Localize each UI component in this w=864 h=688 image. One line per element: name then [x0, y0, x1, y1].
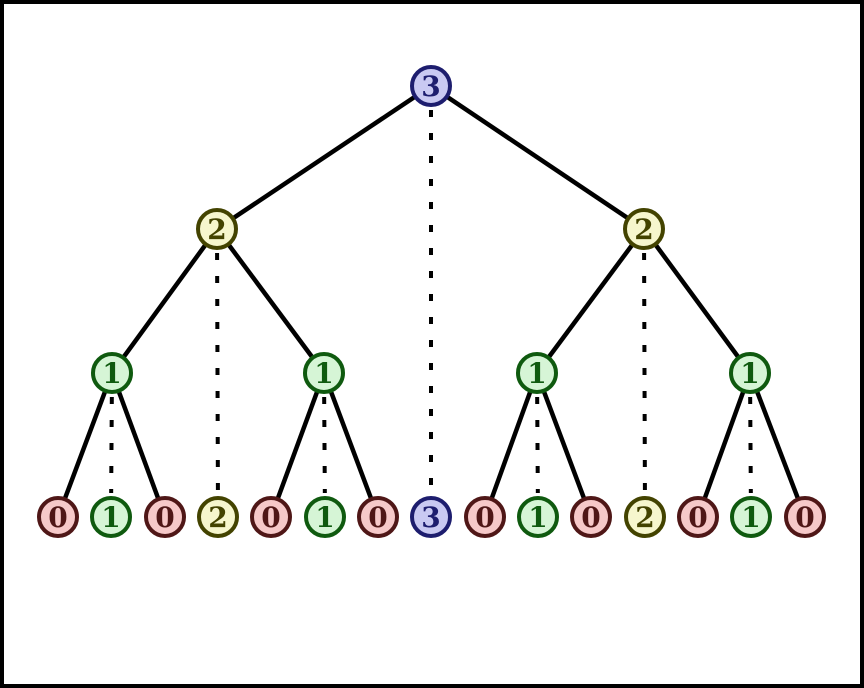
- tree-edge-solid: [642, 227, 752, 375]
- node-circle-yellow: [196, 208, 238, 250]
- node-label: 0: [261, 501, 280, 534]
- tree-edge-solid: [110, 227, 219, 375]
- node-label: 3: [421, 70, 440, 103]
- tree-edge-solid: [747, 372, 808, 518]
- node-circle-yellow: [197, 496, 239, 538]
- node-label: 3: [421, 501, 440, 534]
- node-circle-red: [570, 496, 612, 538]
- node-label: 1: [741, 501, 760, 534]
- node-label: 0: [368, 501, 387, 534]
- node-label: 2: [208, 501, 227, 534]
- node-label: 0: [581, 501, 600, 534]
- tree-node-b12: 0: [677, 496, 719, 538]
- tree-node-b0: 0: [37, 496, 79, 538]
- tree-edge-dotted: [535, 396, 540, 494]
- tree-edge-solid: [215, 227, 326, 375]
- tree-edge-dotted: [322, 396, 327, 494]
- tree-node-root: 3: [410, 65, 452, 107]
- tree-edge-solid: [534, 372, 594, 518]
- tree-node-RL: 1: [516, 352, 558, 394]
- tree-node-b11: 2: [624, 496, 666, 538]
- tree-edge-solid: [321, 372, 381, 518]
- node-circle-blue: [410, 65, 452, 107]
- tree-edge-solid: [109, 372, 168, 518]
- tree-node-b8: 0: [464, 496, 506, 538]
- node-circle-green: [90, 496, 132, 538]
- tree-edge-dotted: [109, 396, 114, 494]
- node-label: 1: [314, 357, 333, 390]
- node-label: 1: [527, 357, 546, 390]
- tree-node-LL: 1: [91, 352, 133, 394]
- node-circle-red: [144, 496, 186, 538]
- node-circle-red: [37, 496, 79, 538]
- tree-edges-layer: [55, 84, 808, 518]
- node-label: 1: [315, 501, 334, 534]
- tree-edge-solid: [268, 372, 327, 518]
- tree-edge-dotted: [748, 396, 753, 494]
- node-label: 0: [48, 501, 67, 534]
- tree-node-b6: 0: [357, 496, 399, 538]
- tree-node-b13: 1: [730, 496, 772, 538]
- node-label: 1: [101, 501, 120, 534]
- node-circle-red: [677, 496, 719, 538]
- tree-node-b2: 0: [144, 496, 186, 538]
- tree-edge-solid: [695, 372, 753, 518]
- tree-edge-solid: [215, 84, 433, 231]
- node-circle-yellow: [624, 496, 666, 538]
- node-circle-green: [303, 352, 345, 394]
- tree-edge-dotted: [215, 252, 220, 494]
- tree-node-b14: 0: [784, 496, 826, 538]
- node-circle-red: [784, 496, 826, 538]
- node-label: 1: [740, 357, 759, 390]
- node-circle-green: [91, 352, 133, 394]
- node-label: 0: [795, 501, 814, 534]
- node-label: 2: [635, 501, 654, 534]
- node-label: 2: [634, 213, 653, 246]
- node-circle-green: [304, 496, 346, 538]
- tree-node-b9: 1: [517, 496, 559, 538]
- tree-node-b1: 1: [90, 496, 132, 538]
- node-circle-red: [250, 496, 292, 538]
- tree-edge-solid: [535, 227, 646, 375]
- node-label: 0: [155, 501, 174, 534]
- tree-edge-solid: [482, 372, 540, 518]
- tree-node-L: 2: [196, 208, 238, 250]
- tree-node-b3: 2: [197, 496, 239, 538]
- tree-node-b10: 0: [570, 496, 612, 538]
- node-circle-green: [516, 352, 558, 394]
- node-label: 2: [207, 213, 226, 246]
- node-circle-red: [357, 496, 399, 538]
- node-circle-green: [730, 496, 772, 538]
- tree-nodes-layer: 3 2 2 1 1 1 1 0 1 0 2 0 1 0 3 0 1 0 2 0 1 0: [37, 65, 826, 538]
- tree-node-b5: 1: [304, 496, 346, 538]
- node-label: 0: [475, 501, 494, 534]
- node-circle-yellow: [623, 208, 665, 250]
- node-label: 1: [528, 501, 547, 534]
- tree-node-RR: 1: [729, 352, 771, 394]
- node-label: 1: [102, 357, 121, 390]
- node-circle-green: [517, 496, 559, 538]
- node-circle-red: [464, 496, 506, 538]
- tree-edge-dotted: [642, 252, 647, 494]
- tree-node-b4: 0: [250, 496, 292, 538]
- node-circle-green: [729, 352, 771, 394]
- node-circle-blue: [410, 496, 452, 538]
- tree-edge-solid: [429, 84, 646, 231]
- tree-node-R: 2: [623, 208, 665, 250]
- tree-node-b7: 3: [410, 496, 452, 538]
- node-label: 0: [688, 501, 707, 534]
- tree-edge-solid: [55, 372, 115, 518]
- tree-node-LR: 1: [303, 352, 345, 394]
